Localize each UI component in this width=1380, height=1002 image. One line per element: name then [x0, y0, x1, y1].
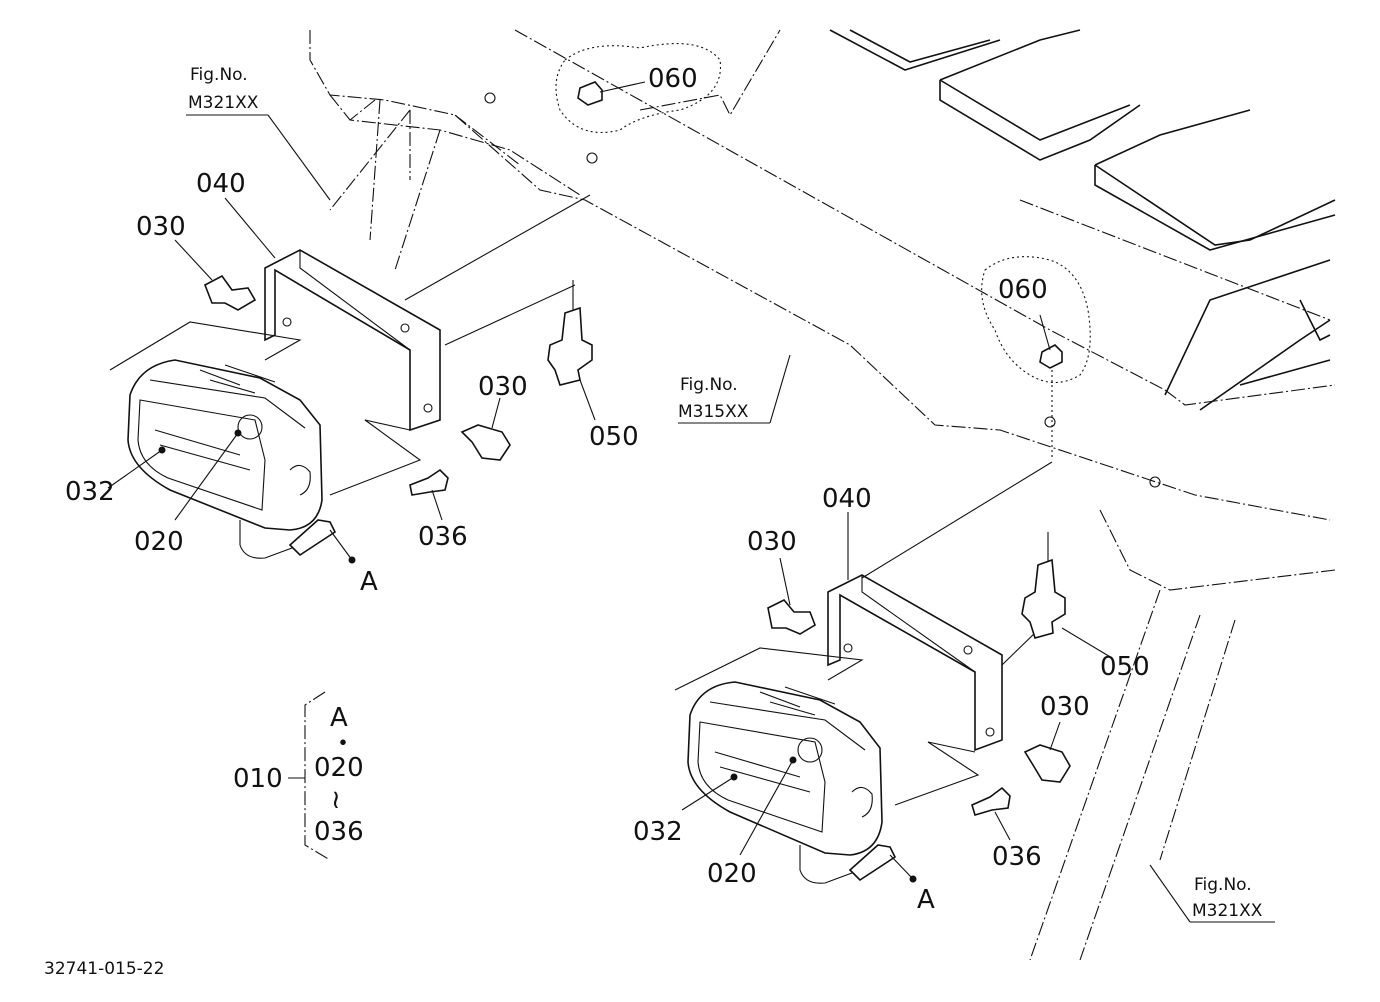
label-050-left: 050 [589, 422, 639, 452]
fig-refs: Fig.No. M321XX Fig.No. M315XX Fig.No. M3… [188, 65, 1263, 921]
assembly-legend: 010 A ・ 020 ≀ 036 [233, 703, 364, 847]
label-032-right: 032 [633, 817, 683, 847]
label-030-left-b: 030 [478, 372, 528, 402]
label-040-right: 040 [822, 484, 872, 514]
roof-panels [829, 29, 1336, 411]
legend-assembly-number: 010 [233, 764, 283, 794]
label-A-left: A [360, 567, 378, 597]
fig-caption-bottom-right: Fig.No. [1194, 875, 1252, 895]
fig-ref-leaders [186, 114, 1275, 923]
legend-separator-dot: ・ [330, 729, 356, 759]
label-050-right: 050 [1100, 652, 1150, 682]
fig-number-center: M315XX [678, 402, 749, 422]
label-036-left: 036 [418, 522, 468, 552]
legend-includes: A [330, 703, 348, 733]
clip-nut-060-right [981, 256, 1091, 460]
fig-caption-top-left: Fig.No. [190, 65, 248, 85]
right-lamp-assembly [674, 461, 1113, 884]
fig-number-top-left: M321XX [188, 93, 259, 113]
drawing-number: 32741-015-22 [44, 959, 164, 979]
label-060-right: 060 [998, 275, 1048, 305]
label-020-left: 020 [134, 527, 184, 557]
legend-range-separator: ≀ [331, 785, 341, 815]
label-036-right: 036 [992, 842, 1042, 872]
fig-caption-center: Fig.No. [680, 375, 738, 395]
label-030-left-a: 030 [136, 212, 186, 242]
cab-roof-outline [309, 29, 1336, 961]
clip-nut-060-top [555, 43, 722, 134]
part-labels: 040 030 030 050 032 020 036 A 040 030 03… [65, 64, 1150, 915]
assembly-legend-bracket [288, 691, 331, 861]
label-040-left: 040 [196, 169, 246, 199]
legend-range-start: 020 [314, 753, 364, 783]
label-032-left: 032 [65, 477, 115, 507]
left-lamp-assembly [107, 194, 596, 564]
label-030-right-b: 030 [1040, 692, 1090, 722]
legend-range-end: 036 [314, 817, 364, 847]
label-060-top: 060 [648, 64, 698, 94]
fig-number-bottom-right: M321XX [1192, 901, 1263, 921]
label-A-right: A [917, 885, 935, 915]
label-020-right: 020 [707, 859, 757, 889]
label-030-right-a: 030 [747, 527, 797, 557]
